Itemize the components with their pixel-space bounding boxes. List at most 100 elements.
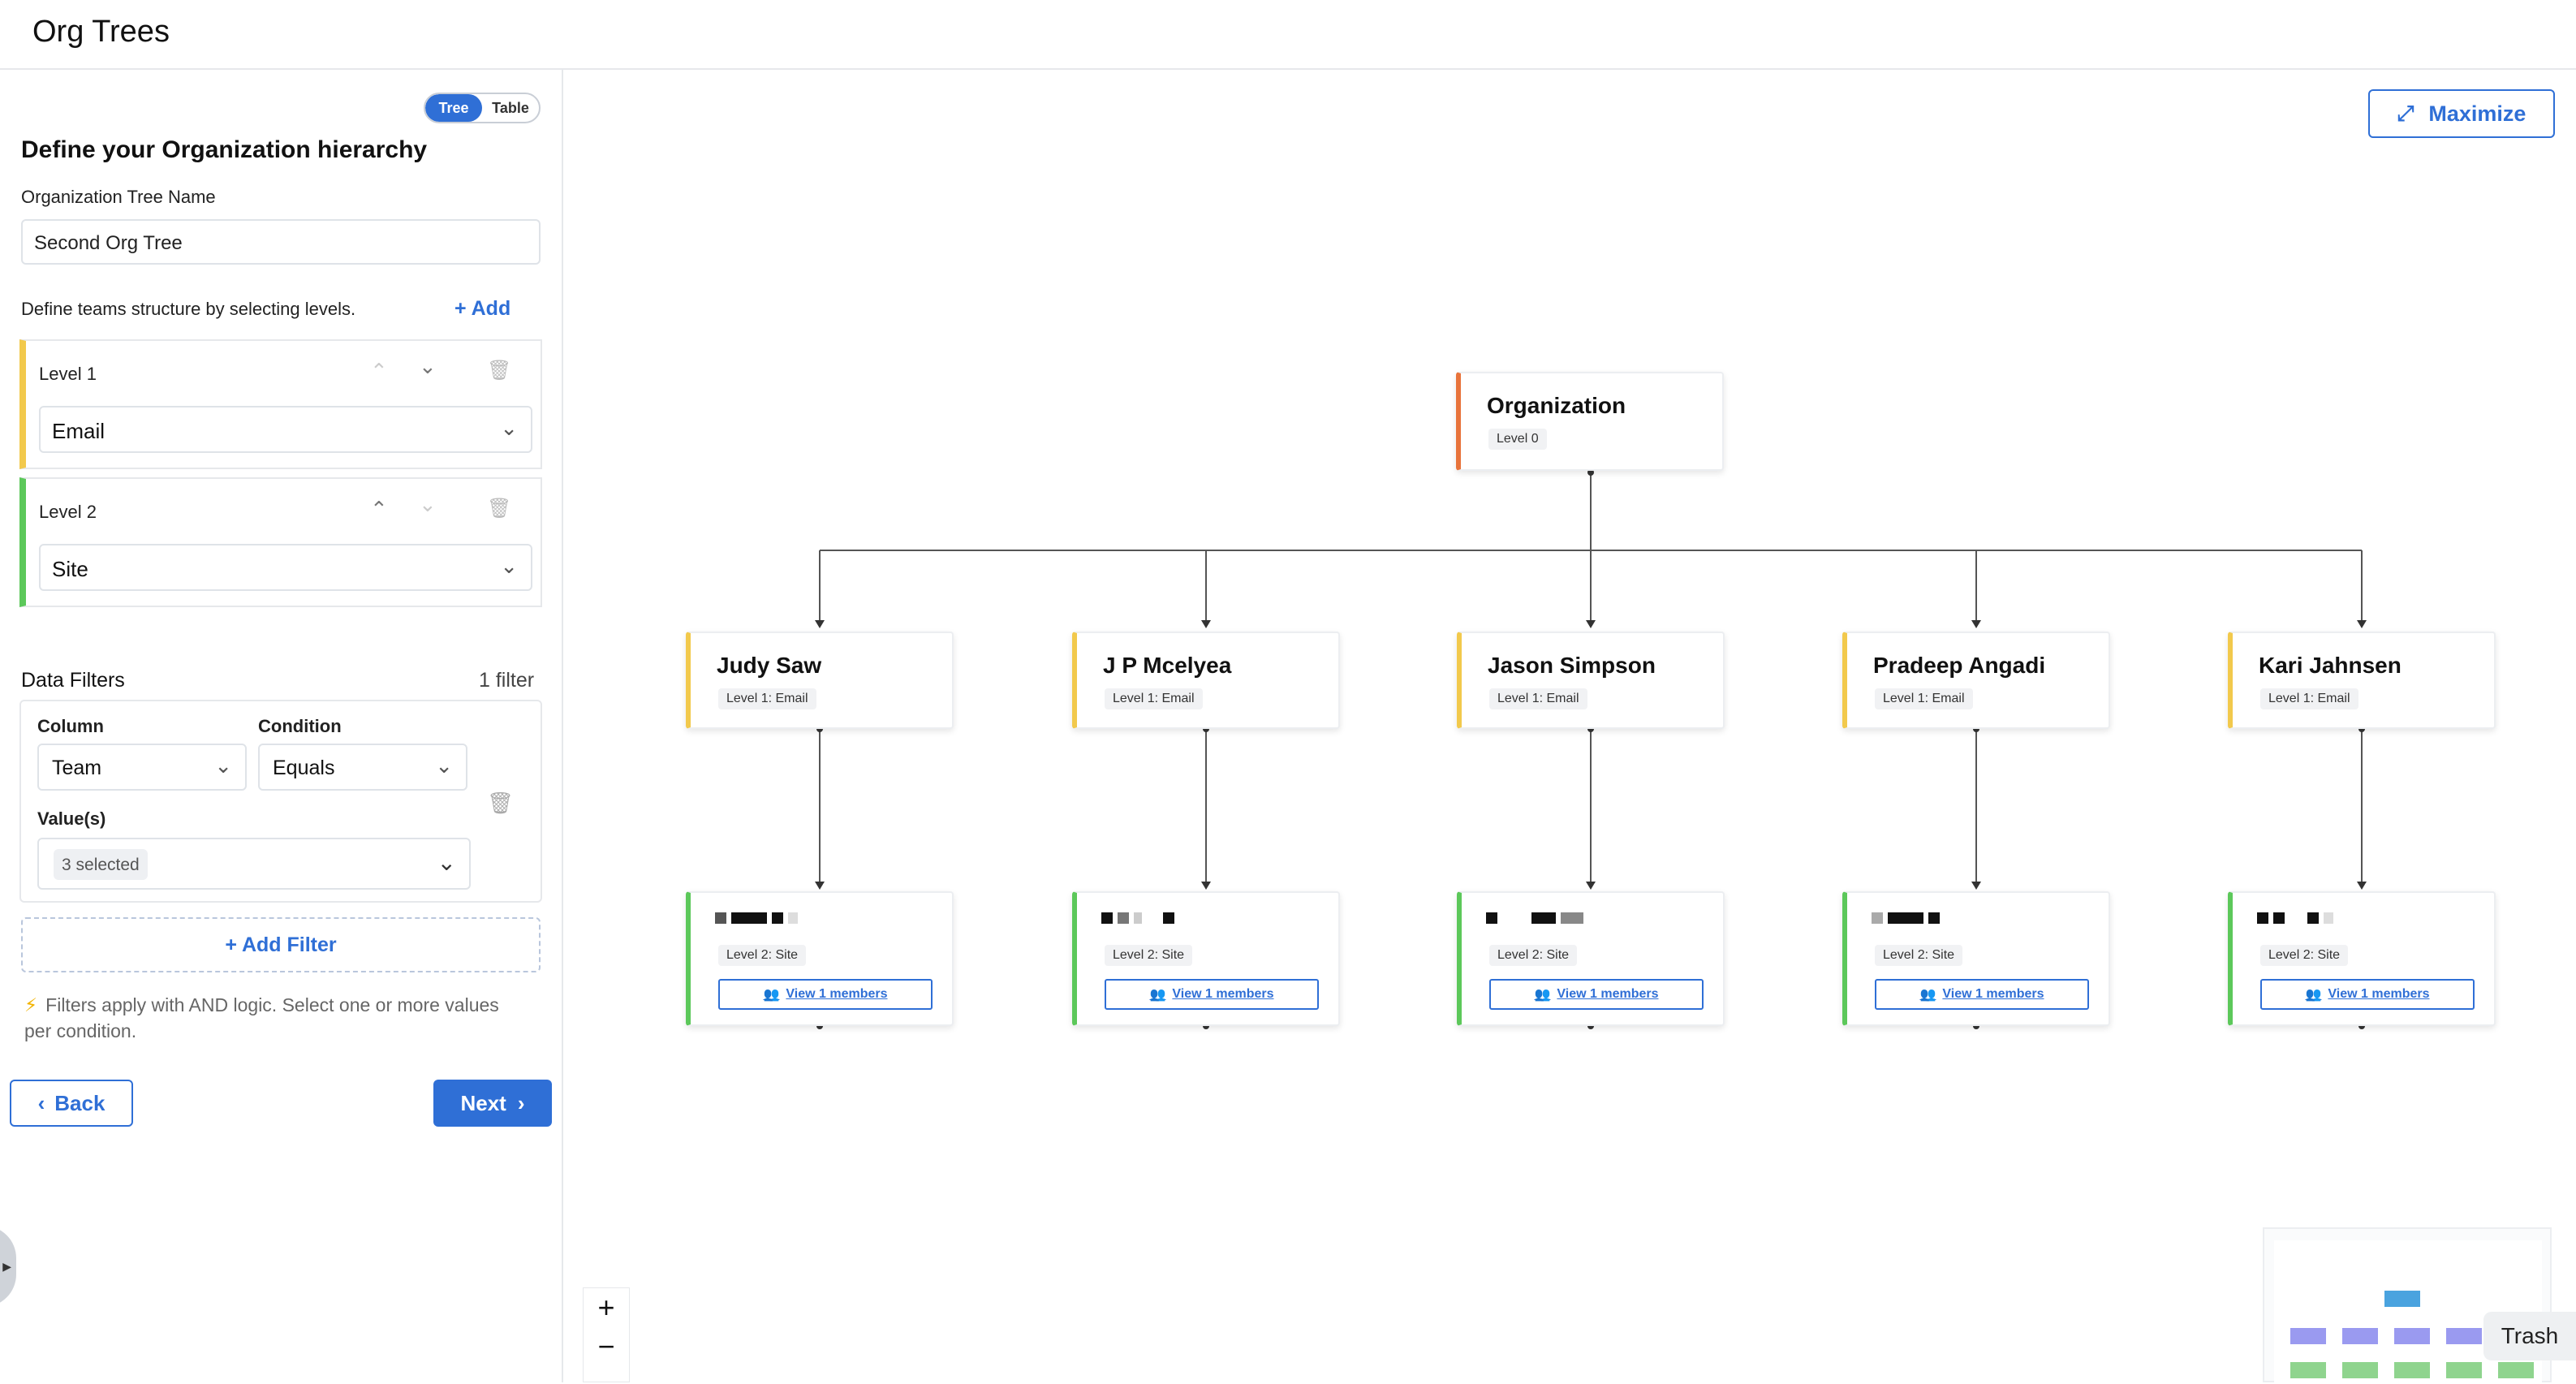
column-select[interactable]: Team ⌄ bbox=[37, 744, 247, 791]
lightning-icon: ⚡ bbox=[24, 994, 38, 1015]
level-select-value: Email bbox=[52, 419, 106, 443]
users-icon: 👥 bbox=[1534, 988, 1551, 1002]
level2-node[interactable]: Level 2: Site 👥View 1 members bbox=[686, 891, 954, 1026]
add-level-button[interactable]: + Add bbox=[454, 297, 511, 320]
level-badge: Level 1: Email bbox=[2260, 688, 2358, 709]
selected-count-chip: 3 selected bbox=[54, 849, 148, 880]
zoom-in-button[interactable]: + bbox=[597, 1291, 615, 1324]
minimap-node bbox=[2498, 1362, 2534, 1378]
tree-name-input[interactable]: Second Org Tree bbox=[21, 219, 541, 265]
expand-icon: ⤢ bbox=[2397, 101, 2414, 125]
top-bar: Org Trees bbox=[0, 0, 2576, 70]
node-title: Organization bbox=[1487, 393, 1626, 418]
chevron-down-icon: ⌄ bbox=[500, 416, 518, 440]
node-title: Kari Jahnsen bbox=[2259, 653, 2402, 678]
condition-label: Condition bbox=[258, 716, 342, 736]
level-select[interactable]: Email ⌄ bbox=[39, 406, 532, 453]
level1-node[interactable]: Jason Simpson Level 1: Email bbox=[1457, 632, 1725, 729]
chevron-down-icon[interactable]: ⌄ bbox=[419, 492, 437, 516]
root-node[interactable]: Organization Level 0 bbox=[1456, 372, 1724, 471]
chevron-up-icon[interactable]: ⌃ bbox=[370, 359, 388, 383]
chevron-down-icon: ⌄ bbox=[435, 753, 453, 778]
users-icon: 👥 bbox=[2305, 988, 2322, 1002]
level-card-2: Level 2 ⌃ ⌄ 🗑 Site ⌄ bbox=[19, 477, 542, 607]
level1-node[interactable]: Kari Jahnsen Level 1: Email bbox=[2228, 632, 2496, 729]
redacted-name bbox=[1486, 909, 1588, 929]
chevron-up-icon[interactable]: ⌃ bbox=[370, 497, 388, 521]
filter-count: 1 filter bbox=[479, 669, 535, 692]
redacted-name bbox=[715, 909, 803, 929]
level-badge: Level 1: Email bbox=[1489, 688, 1587, 709]
values-select[interactable]: 3 selected ⌄ bbox=[37, 838, 471, 890]
view-toggle[interactable]: Tree Table bbox=[424, 93, 541, 123]
level1-node[interactable]: Judy Saw Level 1: Email bbox=[686, 632, 954, 729]
redacted-name bbox=[1101, 909, 1179, 929]
view-members-button[interactable]: 👥View 1 members bbox=[1489, 979, 1704, 1010]
filter-card: Column Condition Team ⌄ Equals ⌄ Value(s… bbox=[19, 700, 542, 903]
back-button[interactable]: ‹Back bbox=[10, 1080, 133, 1127]
level-name: Level 1 bbox=[39, 364, 97, 384]
level-badge: Level 1: Email bbox=[1875, 688, 1973, 709]
level1-node[interactable]: J P Mcelyea Level 1: Email bbox=[1072, 632, 1340, 729]
users-icon: 👥 bbox=[1149, 988, 1166, 1002]
level-badge: Level 0 bbox=[1488, 429, 1547, 450]
minimap-node bbox=[2394, 1328, 2430, 1344]
next-button[interactable]: Next› bbox=[433, 1080, 552, 1127]
column-label: Column bbox=[37, 716, 104, 736]
toggle-table[interactable]: Table bbox=[492, 99, 529, 116]
trash-icon[interactable]: 🗑 bbox=[487, 498, 512, 520]
add-filter-button[interactable]: + Add Filter bbox=[21, 917, 541, 972]
view-members-button[interactable]: 👥View 1 members bbox=[2260, 979, 2475, 1010]
level-badge: Level 2: Site bbox=[718, 945, 807, 966]
chevron-left-icon: ‹ bbox=[37, 1090, 45, 1115]
chevron-down-icon: ⌄ bbox=[500, 554, 518, 578]
view-members-button[interactable]: 👥View 1 members bbox=[718, 979, 933, 1010]
level2-node[interactable]: Level 2: Site 👥View 1 members bbox=[1072, 891, 1340, 1026]
toggle-tree[interactable]: Tree bbox=[425, 94, 482, 122]
level-badge: Level 1: Email bbox=[1105, 688, 1203, 709]
level-badge: Level 1: Email bbox=[718, 688, 816, 709]
node-title: Judy Saw bbox=[717, 653, 822, 678]
tree-name-label: Organization Tree Name bbox=[21, 187, 216, 207]
view-members-button[interactable]: 👥View 1 members bbox=[1875, 979, 2089, 1010]
level-badge: Level 2: Site bbox=[1875, 945, 1963, 966]
node-title: J P Mcelyea bbox=[1103, 653, 1232, 678]
chevron-right-icon: › bbox=[517, 1090, 525, 1115]
level-card-1: Level 1 ⌃ ⌄ 🗑 Email ⌄ bbox=[19, 339, 542, 469]
minimap-node bbox=[2342, 1328, 2378, 1344]
level-badge: Level 2: Site bbox=[1105, 945, 1193, 966]
condition-select-value: Equals bbox=[273, 757, 335, 779]
level2-node[interactable]: Level 2: Site 👥View 1 members bbox=[1842, 891, 2110, 1026]
level-select[interactable]: Site ⌄ bbox=[39, 544, 532, 591]
column-select-value: Team bbox=[52, 757, 102, 779]
level-select-value: Site bbox=[52, 557, 88, 581]
levels-hint: Define teams structure by selecting leve… bbox=[21, 299, 356, 319]
minimap-node bbox=[2290, 1328, 2326, 1344]
users-icon: 👥 bbox=[763, 988, 780, 1002]
level2-node[interactable]: Level 2: Site 👥View 1 members bbox=[1457, 891, 1725, 1026]
chevron-down-icon: ⌄ bbox=[214, 753, 232, 778]
condition-select[interactable]: Equals ⌄ bbox=[258, 744, 467, 791]
minimap-node bbox=[2342, 1362, 2378, 1378]
redacted-name bbox=[1872, 909, 1945, 929]
chevron-down-icon: ⌄ bbox=[437, 850, 456, 875]
form-heading: Define your Organization hierarchy bbox=[21, 136, 428, 163]
page-title: Org Trees bbox=[32, 15, 170, 49]
data-filters-title: Data Filters bbox=[21, 669, 125, 692]
minimap-node bbox=[2394, 1362, 2430, 1378]
zoom-out-button[interactable]: − bbox=[597, 1330, 615, 1363]
values-label: Value(s) bbox=[37, 808, 106, 829]
chevron-down-icon[interactable]: ⌄ bbox=[419, 354, 437, 378]
trash-icon[interactable]: 🗑 bbox=[487, 360, 512, 382]
trash-icon[interactable]: 🗑 bbox=[487, 791, 515, 815]
redacted-name bbox=[2257, 909, 2338, 929]
level1-node[interactable]: Pradeep Angadi Level 1: Email bbox=[1842, 632, 2110, 729]
panel-collapse-handle[interactable]: ▶ bbox=[0, 1226, 16, 1307]
level-badge: Level 2: Site bbox=[2260, 945, 2349, 966]
trash-tooltip: Trash bbox=[2483, 1312, 2576, 1360]
level2-node[interactable]: Level 2: Site 👥View 1 members bbox=[2228, 891, 2496, 1026]
minimap-node bbox=[2446, 1328, 2482, 1344]
maximize-button[interactable]: ⤢ Maximize bbox=[2368, 89, 2555, 138]
view-members-button[interactable]: 👥View 1 members bbox=[1105, 979, 1319, 1010]
level-name: Level 2 bbox=[39, 502, 97, 522]
